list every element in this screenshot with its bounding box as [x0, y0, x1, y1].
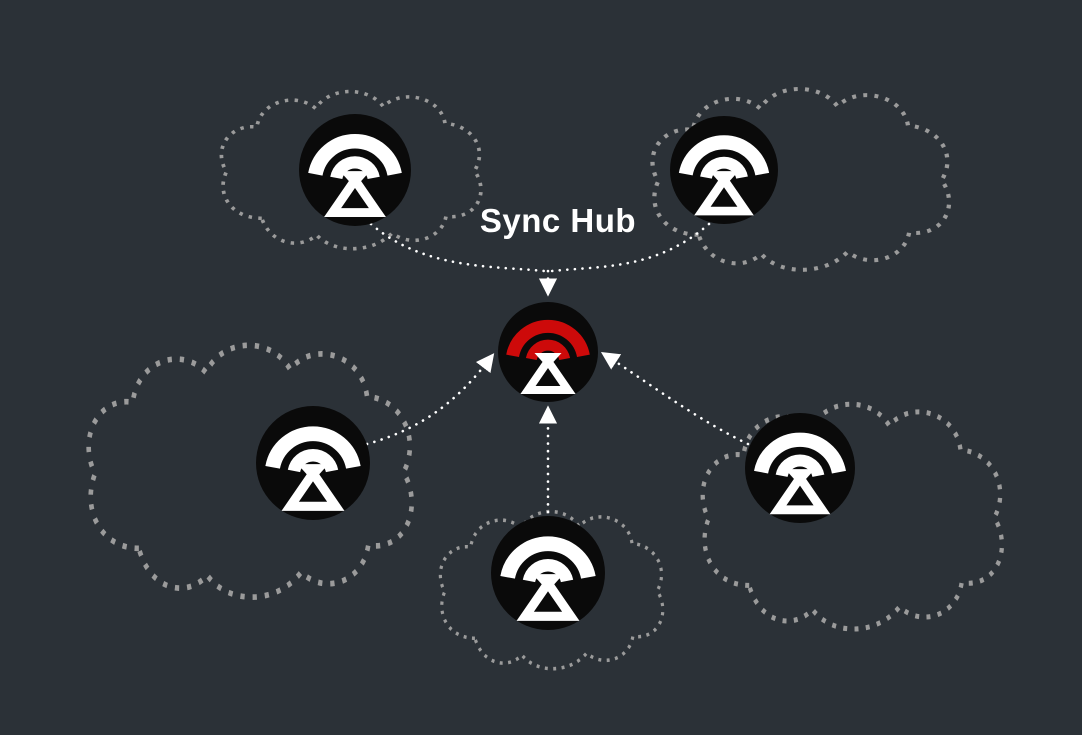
- node-circle: [745, 413, 855, 523]
- sync-hub-icon: [498, 302, 598, 402]
- node-circle: [256, 406, 370, 520]
- wifi-arc-inner-icon: [522, 559, 574, 583]
- remote-device-node-top-right: [670, 116, 778, 224]
- node-circle: [299, 114, 411, 226]
- node-circle: [670, 116, 778, 224]
- sync-device-icon: [299, 114, 411, 226]
- wifi-arc-inner-icon: [700, 156, 748, 180]
- wifi-arc-inner-icon: [775, 454, 825, 478]
- wifi-arc-inner-icon: [525, 339, 571, 361]
- remote-device-node-mid-right: [745, 413, 855, 523]
- sync-hub-node: [498, 302, 598, 402]
- node-circle: [498, 302, 598, 402]
- remote-device-node-mid-left: [256, 406, 370, 520]
- delta-triangle-icon: [520, 353, 576, 394]
- wifi-arc-outer-icon: [265, 426, 361, 470]
- remote-device-node-bottom: [491, 516, 605, 630]
- sync-arrow-top-right: [550, 222, 711, 273]
- sync-device-icon: [256, 406, 370, 520]
- sync-device-icon: [745, 413, 855, 523]
- wifi-arc-outer-icon: [678, 135, 770, 176]
- sync-arrow-group: [365, 222, 750, 514]
- delta-triangle-icon: [324, 172, 386, 218]
- wifi-arc-outer-icon: [308, 134, 402, 176]
- delta-triangle-icon: [281, 465, 345, 511]
- remote-device-node-top-left: [299, 114, 411, 226]
- sync-arrow-mid-right: [600, 352, 750, 446]
- sync-device-icon: [491, 516, 605, 630]
- diagram-title: Sync Hub: [479, 202, 637, 239]
- node-circle: [491, 516, 605, 630]
- sync-device-icon: [670, 116, 778, 224]
- sync-arrow-mid-left: [365, 353, 495, 446]
- delta-triangle-icon: [769, 470, 831, 515]
- delta-triangle-icon: [516, 575, 580, 621]
- wifi-arc-outer-icon: [500, 536, 596, 580]
- wifi-arc-inner-icon: [330, 156, 380, 180]
- wifi-arc-inner-icon: [287, 449, 339, 473]
- wifi-arc-outer-icon: [754, 432, 846, 474]
- delta-triangle-icon: [694, 172, 754, 216]
- wifi-arc-outer-icon: [506, 319, 590, 358]
